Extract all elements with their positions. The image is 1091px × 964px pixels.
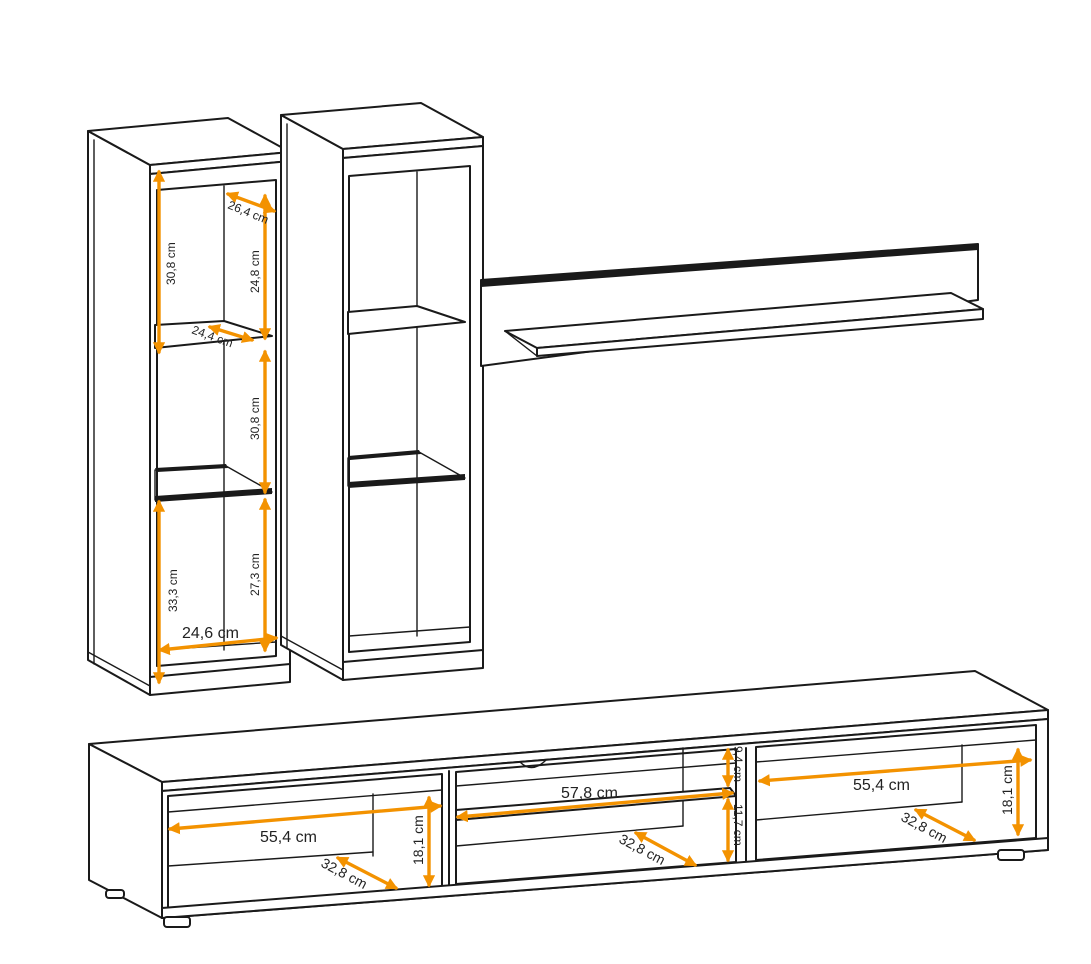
dim-arrow-shelf-depth [207, 324, 255, 343]
label-tv-right-height: 18,1 cm [999, 765, 1015, 815]
label-bottom-height: 33,3 cm [166, 569, 180, 612]
dimension-arrows [152, 169, 1033, 890]
label-tv-left-width: 55,4 cm [260, 829, 317, 846]
label-tv-left-height: 18,1 cm [410, 815, 426, 865]
label-tv-center-lower: 11,7 cm [731, 804, 745, 846]
dim-arrow-tv-right-width [757, 754, 1033, 787]
dim-arrow-tv-left-width [167, 800, 443, 835]
label-tv-center-width: 57,8 cm [561, 785, 618, 802]
label-tv-right-width: 55,4 cm [853, 777, 910, 794]
label-top-inner-height: 24,8 cm [248, 250, 262, 293]
label-bottom-inner-height: 27,3 cm [248, 553, 262, 596]
wall-shelf [480, 243, 984, 367]
tall-cabinet-middle [280, 102, 484, 681]
dim-arrow-tv-center-width [455, 787, 735, 823]
dim-arrow-cabinet-width [157, 632, 279, 656]
label-tv-center-upper: 9,4 cm [731, 746, 745, 782]
dim-arrow-tv-left-depth [335, 856, 399, 890]
label-cabinet-width: 24,6 cm [182, 625, 239, 642]
dim-arrow-tv-right-depth [913, 808, 977, 842]
label-mid-height: 30,8 cm [248, 397, 262, 440]
label-top-height: 30,8 cm [164, 242, 178, 285]
dim-arrow-tv-center-depth [633, 831, 698, 867]
